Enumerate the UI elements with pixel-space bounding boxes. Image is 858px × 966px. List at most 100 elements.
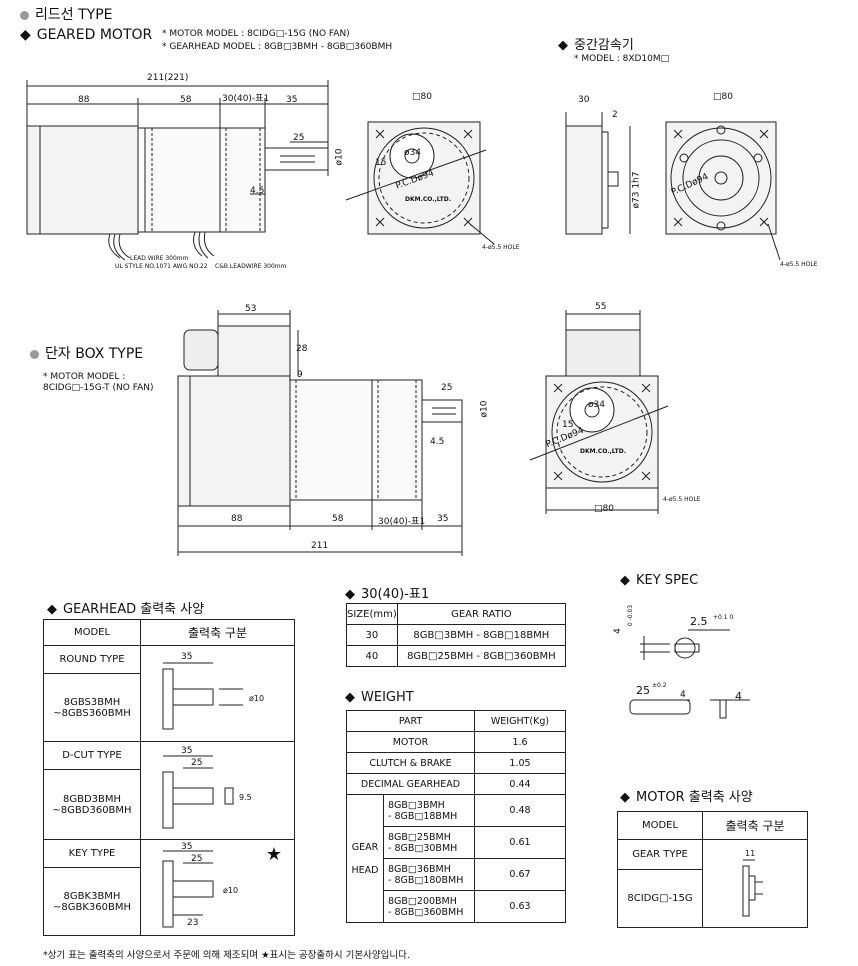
- key-dim-35: 35: [181, 842, 192, 852]
- brand-label: DKM.CO.,LTD.: [405, 196, 451, 203]
- gear-range-line: - 8GB□18BMH: [388, 810, 458, 822]
- box-type-front-view: [529, 310, 669, 514]
- bullet-dot-icon: [20, 10, 29, 20]
- round-type-label: ROUND TYPE: [43, 645, 141, 674]
- key-model-line: 8GBK3BMH: [63, 890, 121, 902]
- box-type-text: 단자 BOX TYPE: [45, 346, 144, 362]
- dim-sq80-middle: □80: [713, 92, 733, 102]
- dim-25: 25: [293, 133, 305, 143]
- dim-30-middle: 30: [578, 95, 590, 105]
- gearhead-front-view: [345, 121, 495, 245]
- box-dim-53: 53: [245, 304, 257, 314]
- box-dim-sq80: □80: [594, 504, 614, 514]
- weight-cell: 0.44: [474, 773, 566, 795]
- gear-label-line: GEAR: [351, 841, 379, 853]
- gearhead-heading: ◆GEARHEAD 출력축 사양: [47, 598, 204, 617]
- box-dim-55: 55: [595, 302, 607, 312]
- weight-cell: DECIMAL GEARHEAD: [346, 773, 475, 795]
- key-drawing-cell: ★ 35 25 23 ø10: [140, 839, 295, 936]
- box-type-side-drawing: [177, 310, 463, 556]
- section-title-text: 리드선 TYPE: [35, 7, 113, 23]
- table1-cell: 8GB□3BMH - 8GB□18BMH: [396, 624, 567, 646]
- dim-phi73: ø73 1h7: [631, 171, 642, 209]
- weight-cell: 1.05: [474, 752, 566, 774]
- middle-gear-text: 중간감속기: [574, 38, 634, 53]
- motor-dim-11: 11: [745, 849, 755, 858]
- dim-phi10: ø10: [334, 148, 345, 166]
- gear-range-line: 8GB□25BMH: [388, 831, 451, 843]
- weight-cell: 0.67: [474, 858, 566, 891]
- key-dim-4: 4: [612, 628, 623, 634]
- hole-label: 4-ø5.5 HOLE: [482, 244, 520, 251]
- round-dim-35: 35: [181, 652, 192, 662]
- round-model-line: 8GBS3BMH: [63, 696, 121, 708]
- gear-range-line: 8GB□36BMH: [388, 863, 451, 875]
- weight-gear-range: 8GB□25BMH- 8GB□30BMH: [383, 826, 475, 859]
- dim-88: 88: [78, 95, 90, 105]
- geared-motor-side-drawing: [26, 80, 329, 261]
- weight-header-part: PART: [346, 710, 475, 732]
- box-dim-4-5: 4.5: [430, 437, 445, 447]
- round-type-drawing-cell: 35 ø10: [140, 645, 295, 742]
- dcut-dim-9-5: 9.5: [239, 793, 252, 802]
- key-dim-25-tol: ±0.2: [652, 682, 667, 689]
- weight-gear-range: 8GB□36BMH- 8GB□180BMH: [383, 858, 475, 891]
- dim-2: 2: [612, 110, 618, 120]
- box-dim-phi34: ø34: [588, 400, 605, 410]
- diamond-bullet-icon: ◆: [47, 602, 57, 617]
- diamond-bullet-icon: ◆: [620, 573, 630, 588]
- motor-model-cell: 8CIDG□-15G: [617, 869, 703, 928]
- middle-gear-front-view: [665, 121, 781, 261]
- weight-cell: 0.61: [474, 826, 566, 859]
- dim-15: 15: [375, 158, 387, 168]
- table1-heading: ◆30(40)-표1: [345, 583, 429, 602]
- diamond-bullet-icon: ◆: [20, 27, 31, 43]
- diamond-bullet-icon: ◆: [345, 690, 355, 705]
- round-model-line: ~8GBS360BMH: [53, 707, 131, 719]
- gear-range-line: - 8GB□360BMH: [388, 906, 464, 918]
- lead-wire-spec: UL STYLE NO.1071 AWG NO.22: [115, 263, 208, 270]
- weight-cell: 0.63: [474, 890, 566, 923]
- middle-gear-heading: ◆중간감속기: [558, 34, 634, 53]
- box-dim-28: 28: [296, 344, 308, 354]
- geared-motor-text: GEARED MOTOR: [36, 27, 153, 43]
- table1-title: 30(40)-표1: [361, 587, 430, 602]
- gear-type-label: GEAR TYPE: [617, 839, 703, 870]
- table1-cell: 40: [346, 645, 398, 667]
- key-spec-title: KEY SPEC: [636, 573, 699, 588]
- key-dim-2-5-tol: +0.1 0: [713, 614, 734, 621]
- box-dim-211: 211: [311, 541, 329, 551]
- key-dim-2-5: 2.5: [690, 615, 708, 628]
- key-shaft-drawing: 35 25 23 ø10: [162, 842, 238, 928]
- key-type-label: KEY TYPE: [43, 839, 141, 868]
- table1-header-ratio: GEAR RATIO: [396, 603, 567, 625]
- dcut-shaft-drawing: 35 25 9.5: [162, 746, 252, 829]
- key-spec-heading: ◆ KEY SPEC: [620, 573, 698, 588]
- cb-leadwire-label: C&B LEADWIRE 300mm: [215, 263, 287, 270]
- dim-phi34: ø34: [404, 148, 421, 158]
- dim-30-40: 30(40)-표1: [222, 94, 270, 104]
- motor-shaft-header-shaft: 출력축 구분: [702, 811, 808, 840]
- box-dim-15: 15: [562, 420, 574, 430]
- key-models: 8GBK3BMH~8GBK360BMH: [43, 867, 141, 936]
- dim-sq80: □80: [412, 92, 432, 102]
- gear-label-line: HEAD: [351, 864, 379, 876]
- gearhead-weight-label: GEAR HEAD: [346, 794, 384, 923]
- dcut-dim-35: 35: [181, 746, 192, 756]
- key-dim-23: 23: [187, 918, 198, 928]
- motor-shaft-header-model: MODEL: [617, 811, 703, 840]
- weight-cell: CLUTCH & BRAKE: [346, 752, 475, 774]
- dcut-model-line: ~8GBD360BMH: [52, 804, 132, 816]
- box-dim-35: 35: [437, 514, 449, 524]
- table1-header-size: SIZE(mm): [346, 603, 398, 625]
- box-dim-9: 9: [297, 370, 303, 380]
- dim-overall: 211(221): [147, 73, 189, 83]
- key-dim-4-tol: 0 -0.03: [627, 604, 635, 627]
- table1-cell: 30: [346, 624, 398, 646]
- middle-gear-model: * MODEL : 8XD10M□: [574, 54, 670, 64]
- dim-58: 58: [180, 95, 192, 105]
- middle-gear-side-drawing: [565, 112, 631, 235]
